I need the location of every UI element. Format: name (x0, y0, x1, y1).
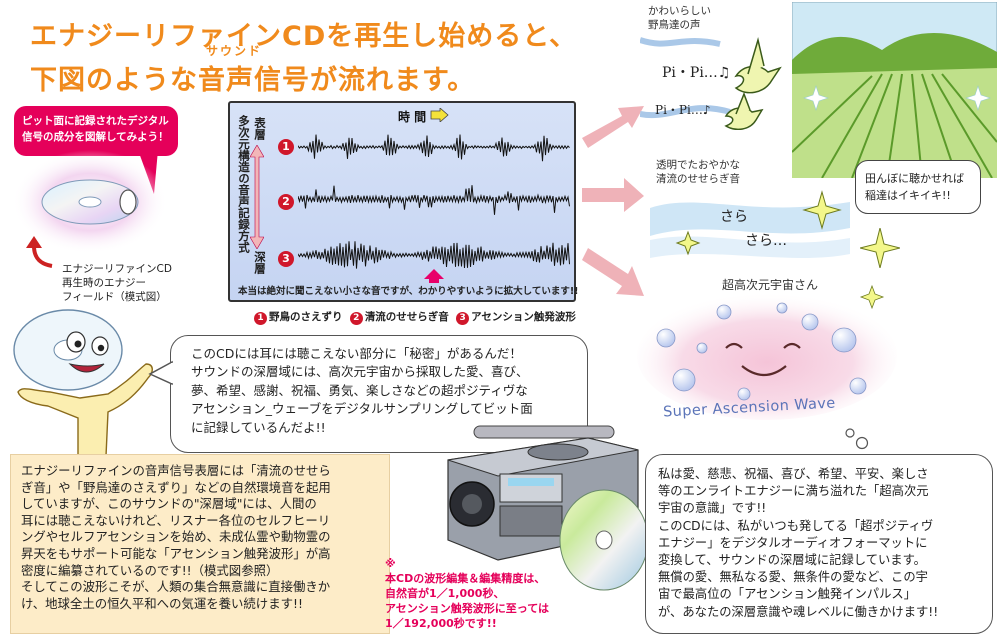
waveforms (298, 134, 570, 283)
waveform-ascension (298, 241, 570, 269)
panel-note: 本当は絶対に聞こえない小さな音ですが、わかりやすいように拡大しています!! (238, 286, 579, 297)
pink-callout: ピット面に記録されたデジタル信号の成分を図解してみよう！ (14, 106, 178, 156)
cd-caption-arrow (26, 236, 53, 268)
stream-sound-2: さら… (745, 233, 787, 249)
depth-arrow-icon (250, 145, 264, 249)
rice-field-illustration (792, 2, 997, 178)
info-box: エナジーリファインの音声信号表層には「清流のせせら ぎ音」や「野鳥達のさえずり」… (10, 454, 390, 634)
sparkle-icon (803, 85, 991, 111)
precision-footnote: ※ 本CDの波形編集＆編集精度は、 自然音が1／1,000秒、 アセンション触発… (385, 557, 550, 630)
cd-mascot-illustration (13, 309, 153, 456)
cosmos-speech-bubble: 私は愛、慈悲、祝福、喜び、希望、平安、楽しさ 等のエンライトエナジーに満ち溢れた… (645, 454, 993, 634)
number-2: 2 (278, 194, 294, 210)
cd-disc-illustration (559, 489, 649, 591)
title-line-1: エナジーリファインCDを再生し始めると、 (30, 21, 578, 52)
chirp-2: Pi・Pi…♪ (655, 103, 711, 117)
surface-label: 表層 (253, 117, 267, 140)
number-3: 3 (278, 251, 294, 267)
waveform-panel: 時 間 多次元構造の音声記録方式 表層 深層 1 2 3 本当は絶対に聞こえない… (228, 101, 579, 302)
stream-sound-1: さら (720, 209, 748, 225)
stream-illustration (650, 190, 850, 258)
cd-energy-field (12, 150, 168, 254)
waveform-stream-sound (298, 185, 570, 215)
bird-icon (734, 65, 782, 94)
stream-caption: 透明でたおやかな 清流のせせらぎ音 (656, 159, 740, 185)
birds-caption: かわいらしい 野鳥達の声 (648, 5, 711, 31)
time-label: 時 間 (398, 110, 427, 124)
title-line-2: 下図のような音声信号が流れます。 (30, 65, 476, 96)
number-1: 1 (278, 139, 294, 155)
rice-speech-bubble: 田んぼに聴かせれば 稲達はイキイキ!! (855, 160, 981, 214)
speech-tail (148, 360, 176, 386)
pink-arrows (582, 106, 644, 296)
title-ruby: サウンド (206, 44, 263, 58)
cosmos-caption: 超高次元宇宙さん (722, 278, 819, 292)
bubble-icon (656, 302, 867, 401)
chirp-1: Pi・Pi…♫ (662, 65, 731, 81)
waveform-bird-song (298, 134, 570, 162)
cosmos-face-illustration (637, 284, 897, 420)
deep-label: 深層 (253, 251, 267, 274)
cd-caption: エナジーリファインCD 再生時のエナジー フィールド（模式図） (62, 263, 172, 303)
birds-illustration (640, 37, 782, 130)
vertical-label: 多次元構造の音声記録方式 (237, 115, 251, 253)
thought-bubble-dots (845, 428, 869, 450)
time-arrow-icon (430, 108, 449, 122)
sparkle-icon (860, 228, 900, 268)
sparkle-icon (675, 190, 842, 256)
